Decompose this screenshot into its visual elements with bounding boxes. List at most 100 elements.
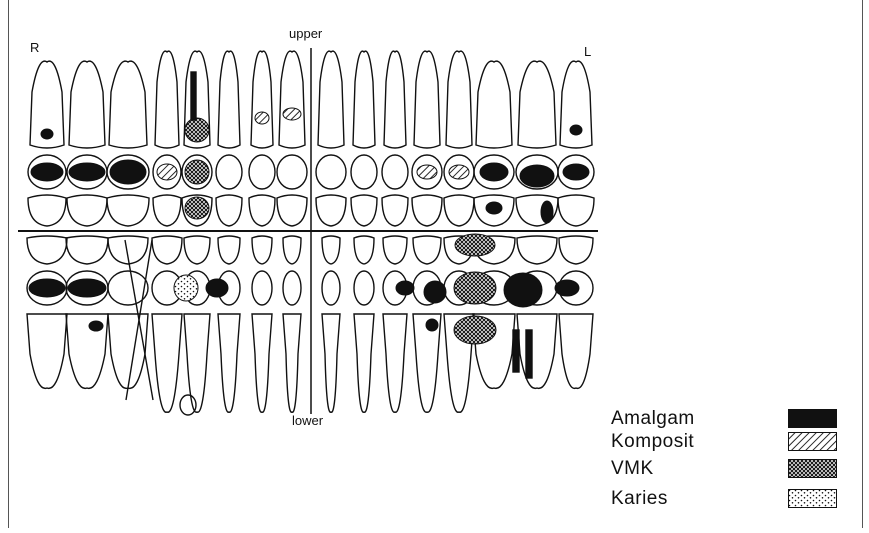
upper-tooth-buccal-outline	[216, 195, 242, 226]
lower-tooth-buccal-outline	[383, 236, 407, 264]
root-lesion-loop	[180, 395, 196, 415]
amalgam-filling	[31, 163, 63, 181]
upper-tooth-lateral-outline	[279, 51, 305, 148]
lower-tooth-buccal-outline	[27, 236, 67, 264]
amalgam-filling	[110, 160, 146, 184]
lower-tooth-lateral-outline	[383, 314, 407, 412]
root-canal-filling	[513, 330, 519, 372]
lower-tooth-buccal-outline	[413, 236, 441, 264]
lower-tooth-lateral-outline	[184, 314, 210, 412]
upper-tooth-buccal-outline	[153, 195, 181, 226]
upper-tooth-lateral-outline	[251, 51, 273, 148]
upper-tooth-lateral-outline	[518, 61, 556, 148]
lower-tooth-lateral-outline	[283, 314, 301, 412]
right-side-label: R	[30, 41, 39, 54]
lower-tooth-buccal-outline	[184, 236, 210, 264]
komposit-filling	[157, 164, 177, 180]
amalgam-filling	[480, 163, 508, 181]
amalgam-filling	[555, 280, 579, 296]
upper-tooth-occlusal-outline	[382, 155, 408, 189]
vmk-swatch	[788, 459, 837, 478]
lower-tooth-lateral-outline	[559, 314, 593, 388]
upper-tooth-lateral-outline	[155, 51, 179, 148]
komposit-filling	[449, 165, 469, 179]
amalgam-filling	[486, 202, 502, 214]
upper-tooth-buccal-outline	[249, 195, 275, 226]
legend-item-amalgam: Amalgam	[611, 408, 851, 430]
komposit-filling	[283, 108, 301, 120]
upper-tooth-lateral-outline	[318, 51, 344, 148]
legend-label: VMK	[611, 458, 654, 480]
amalgam-filling	[89, 321, 103, 331]
lower-tooth-buccal-outline	[517, 236, 557, 264]
lower-tooth-buccal-outline	[218, 236, 240, 264]
vmk-crown	[185, 160, 209, 184]
lower-tooth-lateral-outline	[152, 314, 182, 412]
komposit-swatch	[788, 432, 837, 451]
upper-tooth-buccal-outline	[28, 195, 66, 226]
upper-tooth-buccal-outline	[107, 195, 149, 226]
lower-tooth-buccal-outline	[354, 236, 374, 264]
komposit-filling	[255, 112, 269, 124]
root-canal-filling	[526, 330, 532, 378]
amalgam-filling	[41, 129, 53, 139]
restorations-group	[29, 108, 589, 344]
vmk-crown	[454, 316, 496, 344]
upper-tooth-occlusal-outline	[351, 155, 377, 189]
amalgam-filling	[541, 201, 553, 223]
lower-tooth-buccal-outline	[559, 236, 593, 264]
upper-tooth-occlusal-outline	[249, 155, 275, 189]
lower-tooth-lateral-outline	[354, 314, 374, 412]
lower-jaw-label: lower	[292, 414, 323, 427]
amalgam-filling	[29, 279, 65, 297]
legend-item-komposit: Komposit	[611, 431, 851, 453]
amalgam-filling	[504, 273, 542, 307]
lower-tooth-lateral-outline	[108, 314, 148, 388]
lower-tooth-occlusal-outline	[252, 271, 272, 305]
upper-tooth-lateral-outline	[446, 51, 472, 148]
amalgam-filling	[396, 281, 414, 295]
vmk-crown	[454, 272, 496, 304]
upper-tooth-lateral-outline	[384, 51, 406, 148]
upper-tooth-buccal-outline	[67, 195, 107, 226]
left-side-label: L	[584, 45, 591, 58]
legend-label: Amalgam	[611, 408, 695, 430]
amalgam-filling	[563, 164, 589, 180]
legend-label: Komposit	[611, 431, 694, 453]
vmk-crown	[455, 234, 495, 256]
karies-lesion	[174, 275, 198, 301]
upper-tooth-buccal-outline	[351, 195, 377, 226]
upper-tooth-lateral-outline	[69, 61, 105, 148]
karies-swatch	[788, 489, 837, 508]
upper-tooth-buccal-outline	[277, 195, 307, 226]
upper-tooth-buccal-outline	[444, 195, 474, 226]
amalgam-swatch	[788, 409, 837, 428]
lower-tooth-buccal-outline	[252, 236, 272, 264]
amalgam-filling	[570, 125, 582, 135]
lower-tooth-lateral-outline	[218, 314, 240, 412]
legend-item-karies: Karies	[611, 488, 851, 510]
amalgam-filling	[69, 163, 105, 181]
komposit-filling	[417, 165, 437, 179]
amalgam-filling	[520, 165, 554, 187]
amalgam-filling	[68, 279, 106, 297]
amalgam-filling	[424, 281, 446, 303]
upper-tooth-lateral-outline	[353, 51, 375, 148]
upper-tooth-lateral-outline	[476, 61, 512, 148]
upper-tooth-lateral-outline	[218, 51, 240, 148]
upper-tooth-buccal-outline	[558, 195, 594, 226]
lower-tooth-buccal-outline	[322, 236, 340, 264]
upper-tooth-occlusal-outline	[277, 155, 307, 189]
vmk-crown	[185, 197, 209, 219]
upper-tooth-lateral-outline	[109, 61, 147, 148]
lower-tooth-occlusal-outline	[283, 271, 301, 305]
lower-tooth-occlusal-outline	[354, 271, 374, 305]
lower-tooth-lateral-outline	[322, 314, 340, 412]
upper-tooth-buccal-outline	[382, 195, 408, 226]
legend-label: Karies	[611, 488, 668, 510]
lower-tooth-buccal-outline	[283, 236, 301, 264]
upper-tooth-occlusal-outline	[216, 155, 242, 189]
upper-jaw-label: upper	[289, 27, 322, 40]
legend-item-vmk: VMK	[611, 458, 851, 480]
